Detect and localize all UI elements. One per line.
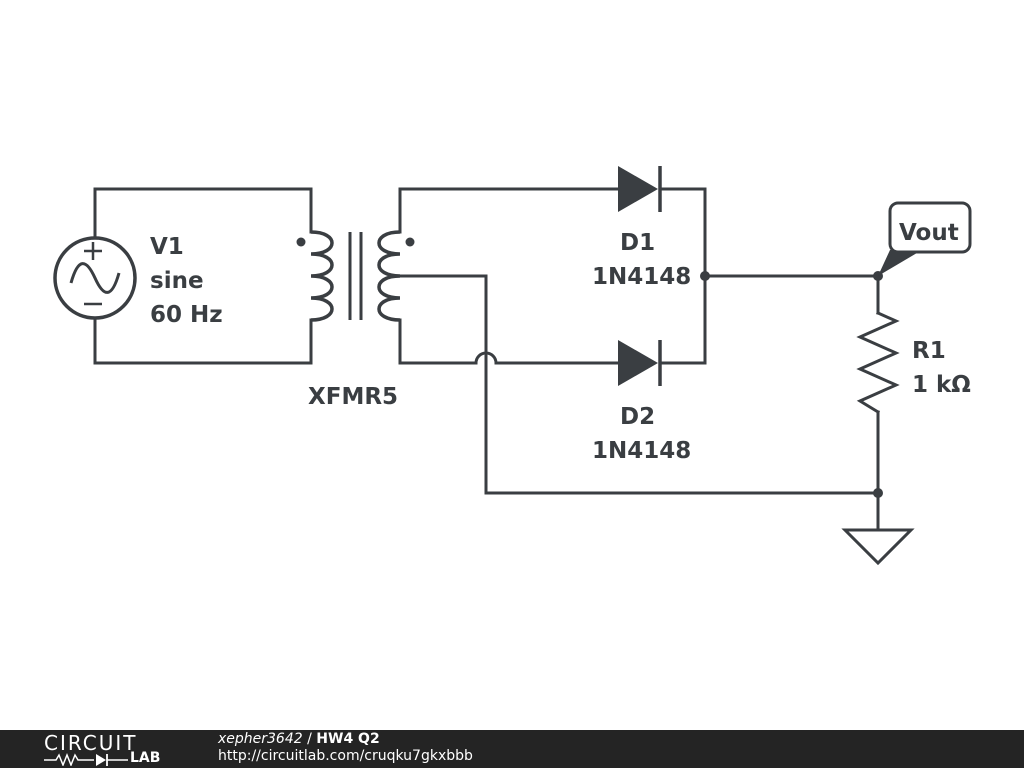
primary-wiring [93, 187, 313, 365]
logo-text-bottom: LAB [130, 750, 161, 766]
logo-resistor-diode-icon [44, 752, 128, 766]
ground-icon [841, 528, 915, 566]
resistor-r1[interactable] [856, 311, 900, 415]
resistor-value-label: 1 kΩ [912, 372, 971, 398]
footer-bar: CIRCUIT LAB xepher3642 / HW4 Q2 http://c… [0, 730, 1024, 768]
circuit-url[interactable]: http://circuitlab.com/cruqku7gkxbbb [218, 748, 473, 764]
source-name-label: V1 [150, 234, 184, 260]
secondary-coil [377, 230, 401, 322]
resistor-name-label: R1 [912, 338, 946, 364]
transformer-name-label: XFMR5 [308, 384, 398, 410]
junction-dot-diodes [700, 271, 710, 281]
vout-label: Vout [899, 220, 959, 246]
transformer-xfmr5[interactable] [296, 230, 415, 322]
author-name[interactable]: xepher3642 [218, 731, 303, 747]
primary-polarity-dot [296, 237, 306, 247]
circuit-schematic: V1 sine 60 Hz XFMR5 D1 1N4148 D2 1N4148 … [53, 166, 972, 566]
source-type-label: sine [150, 268, 204, 294]
credit-block: xepher3642 / HW4 Q2 http://circuitlab.co… [218, 731, 473, 765]
source-frequency-label: 60 Hz [150, 302, 223, 328]
ac-source-v1[interactable] [53, 236, 137, 320]
circuitlab-logo[interactable]: CIRCUIT LAB [44, 732, 174, 766]
diode-d1[interactable] [618, 166, 662, 212]
logo-text-top: CIRCUIT [44, 731, 138, 755]
primary-coil [310, 230, 334, 322]
diode2-name-label: D2 [620, 404, 655, 430]
diode2-part-label: 1N4148 [592, 438, 691, 464]
title-separator: / [307, 731, 312, 747]
secondary-polarity-dot [405, 237, 415, 247]
diode-d2[interactable] [618, 340, 662, 386]
vout-probe[interactable]: Vout [878, 201, 972, 276]
diode1-name-label: D1 [620, 230, 655, 256]
junction-dot-ground [873, 488, 883, 498]
circuit-title: HW4 Q2 [316, 731, 380, 747]
diode1-part-label: 1N4148 [592, 264, 691, 290]
